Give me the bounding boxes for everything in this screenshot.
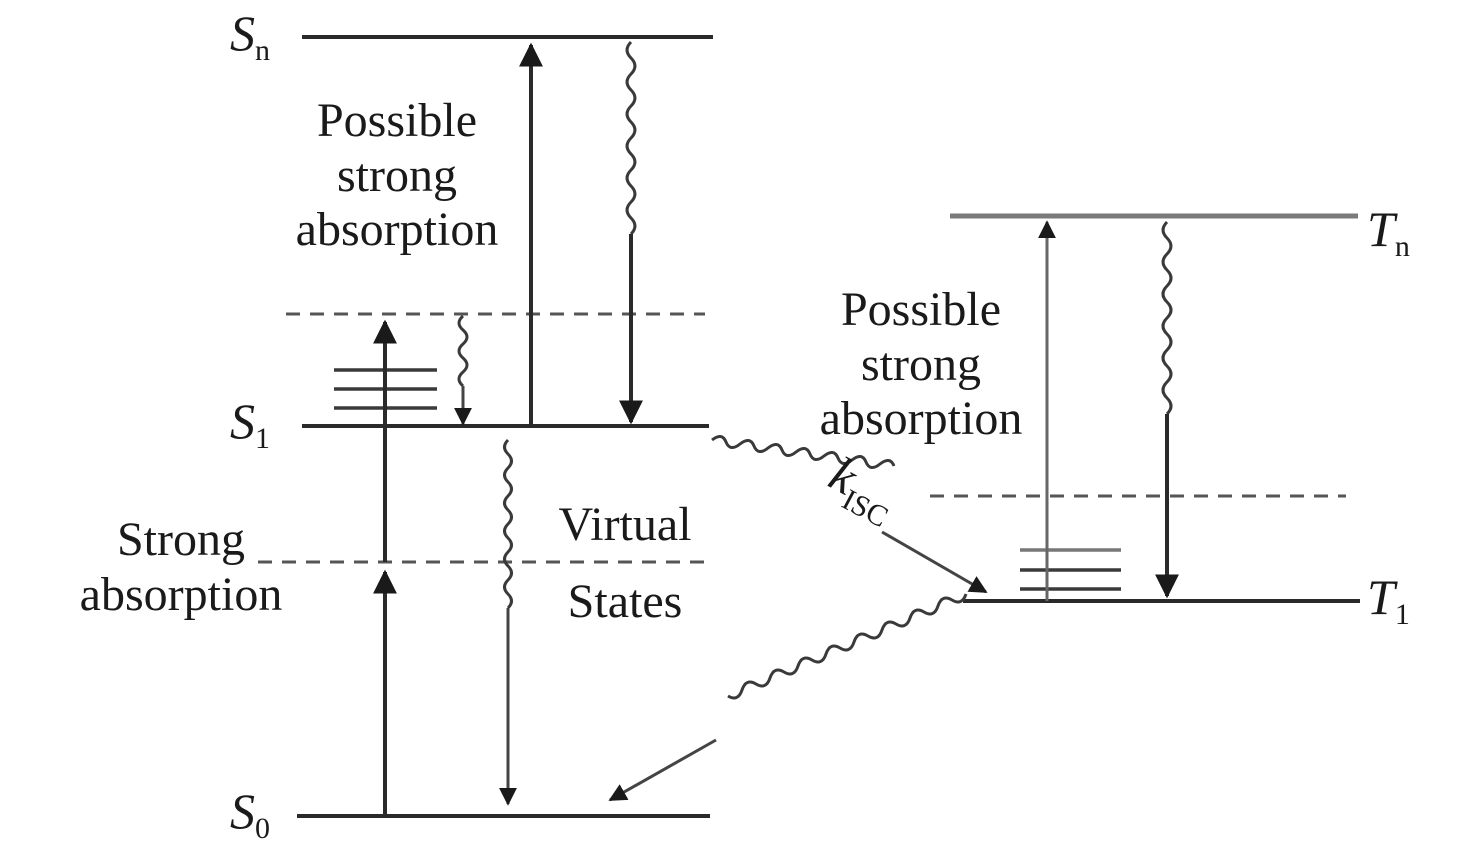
svg-text:strong: strong [861, 338, 981, 391]
svg-text:absorption: absorption [80, 568, 283, 621]
arrow-t1-s0 [608, 738, 717, 802]
svg-text:Possible: Possible [841, 283, 1001, 336]
label-virtual-states: Virtual States [558, 498, 691, 628]
svg-text:Virtual: Virtual [558, 498, 691, 551]
wavy-vibrational-relaxation [457, 314, 469, 388]
label-sn: Sn [230, 5, 270, 67]
wavy-t1-s0 [727, 593, 968, 700]
label-s1: S1 [230, 393, 270, 455]
svg-text:States: States [568, 575, 683, 628]
arrow-isc [881, 530, 988, 594]
svg-text:Possible: Possible [317, 94, 477, 147]
svg-text:Strong: Strong [117, 513, 245, 566]
label-ground-absorption: Strong absorption [80, 513, 283, 621]
svg-text:absorption: absorption [296, 203, 499, 256]
svg-text:strong: strong [337, 149, 457, 202]
label-k-isc: kISC [817, 445, 908, 534]
label-triplet-excited-absorption: Possible strong absorption [820, 283, 1023, 445]
label-s0: S0 [230, 783, 270, 845]
label-tn: Tn [1367, 201, 1410, 263]
label-singlet-excited-absorption: Possible strong absorption [296, 94, 499, 256]
wavy-tn-t1-conversion [1161, 220, 1173, 416]
t1-vibrational-levels [1020, 548, 1121, 591]
wavy-sn-s1-conversion [625, 40, 637, 236]
wavy-isc [711, 435, 896, 469]
wavy-s1-s0-decay [503, 438, 513, 610]
svg-text:absorption: absorption [820, 392, 1023, 445]
label-t1: T1 [1367, 569, 1410, 631]
